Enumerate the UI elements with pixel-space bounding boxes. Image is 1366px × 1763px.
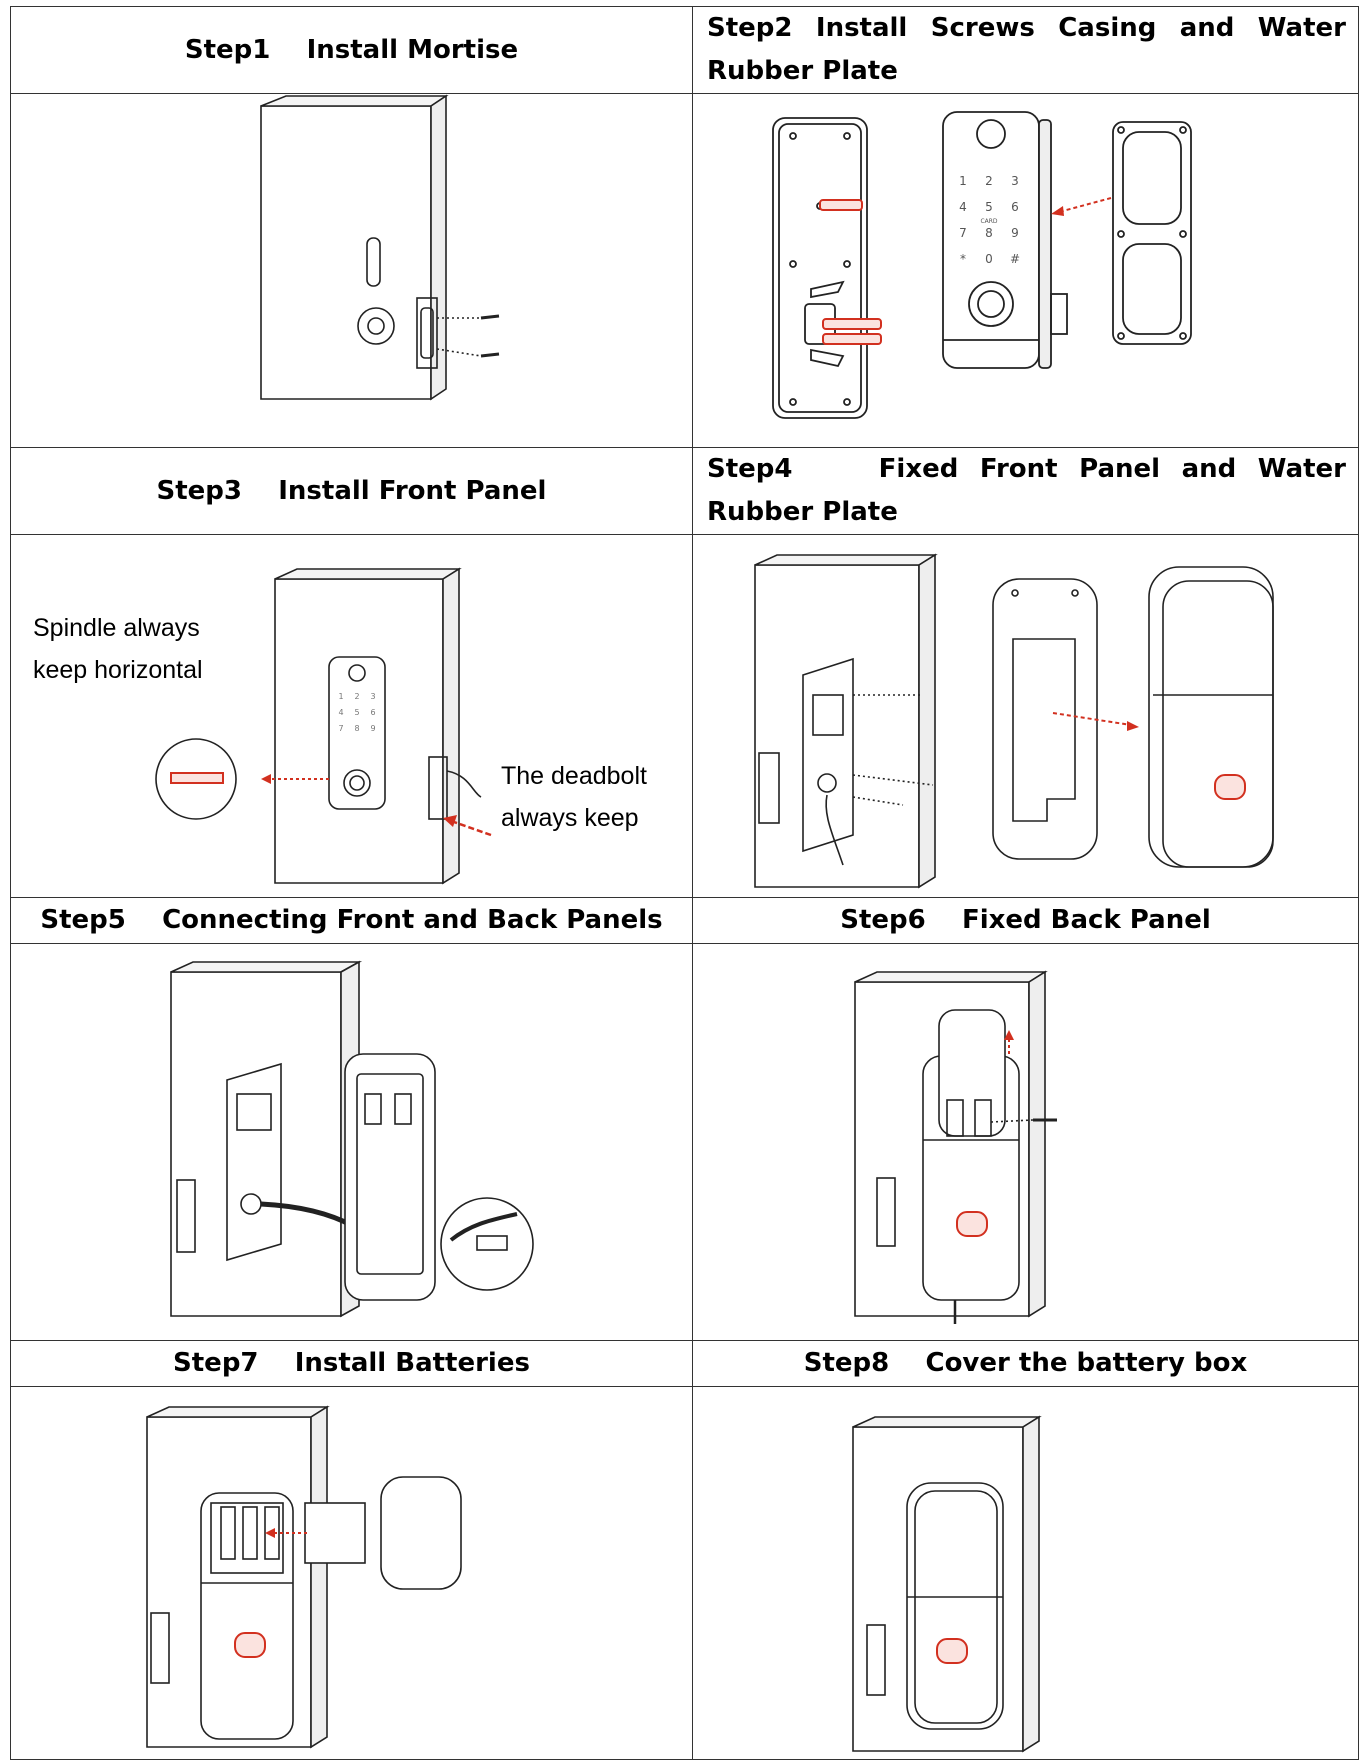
arrow-icon: [1052, 712, 1139, 731]
step2-title: Install Screws Casing and Water Rubber P…: [707, 13, 1346, 86]
step2-figure: 1 2 3 4 5 6 CARD 7 8 9 * 0 #: [692, 93, 1359, 448]
step5-label: Step5: [40, 905, 126, 935]
step4-header: Step4 Fixed Front Panel and Water Rubber…: [692, 447, 1359, 535]
step3-figure: 1 2 3 4 5 6 7 8 9 Spindle always keep horizont…: [10, 534, 693, 898]
step8-title: Cover the battery box: [925, 1348, 1248, 1378]
spindle-note-line1: Spindle always: [33, 614, 200, 642]
thumbturn-icon: [956, 1211, 988, 1237]
arrow-icon: [261, 774, 492, 837]
thumbturn-icon: [234, 1632, 266, 1658]
step3-title: Install Front Panel: [278, 475, 547, 506]
deadbolt-note-line2: always keep: [501, 804, 639, 832]
step5-header: Step5 Connecting Front and Back Panels: [10, 897, 693, 944]
step7-label: Step7: [173, 1348, 259, 1378]
step4-figure: [692, 534, 1359, 898]
step8-header: Step8 Cover the battery box: [692, 1340, 1359, 1387]
arrow-icon: [265, 1528, 307, 1538]
step5-title: Connecting Front and Back Panels: [162, 905, 663, 935]
step8-figure: [692, 1386, 1359, 1760]
spindle-icon: [170, 772, 224, 784]
spindle-note-line2: keep horizontal: [33, 656, 203, 684]
fixed-back-panel-diagram: [854, 970, 1057, 1324]
connecting-panels-diagram: [170, 960, 534, 1318]
key-8: 8: [985, 226, 993, 240]
deadbolt-note: The deadbolt always keep: [501, 755, 647, 839]
step4-title: Fixed Front Panel and Water Rubber Plate: [707, 454, 1346, 527]
key-3: 3: [1011, 174, 1019, 188]
key-5: 5: [985, 200, 993, 214]
svg-text:5: 5: [354, 708, 359, 717]
key-0: 0: [985, 252, 993, 266]
front-panel-diagram: 1 2 3 4 5 6 7 8 9: [155, 567, 492, 885]
installation-steps-table: Step1 Install Mortise Step2 Install Scre…: [10, 6, 1359, 1760]
step2-header: Step2 Install Screws Casing and Water Ru…: [692, 6, 1359, 94]
key-4: 4: [959, 200, 967, 214]
cover-battery-box-diagram: [852, 1415, 1042, 1753]
key-9: 9: [1011, 226, 1019, 240]
deadbolt-note-line1: The deadbolt: [501, 762, 647, 790]
svg-text:9: 9: [370, 724, 375, 733]
svg-text:6: 6: [370, 708, 375, 717]
step3-label: Step3: [156, 475, 243, 506]
step7-header: Step7 Install Batteries: [10, 1340, 693, 1387]
thumbturn-icon: [1214, 774, 1246, 800]
thumbturn-icon: [936, 1638, 968, 1664]
key-7: 7: [959, 226, 967, 240]
step8-label: Step8: [803, 1348, 890, 1378]
step1-figure: [10, 93, 693, 448]
step5-figure: [10, 943, 693, 1341]
step1-header: Step1 Install Mortise: [10, 6, 693, 94]
card-label: CARD: [980, 218, 997, 225]
key-hash: #: [1010, 252, 1020, 266]
step1-title: Install Mortise: [306, 34, 519, 65]
install-batteries-diagram: [146, 1405, 462, 1749]
installation-sheet: Step1 Install Mortise Step2 Install Scre…: [10, 6, 1359, 1760]
step7-figure: [10, 1386, 693, 1760]
svg-text:2: 2: [354, 692, 359, 701]
mortise-diagram: [260, 94, 500, 401]
fixed-front-panel-diagram: [754, 553, 1274, 889]
step6-label: Step6: [840, 905, 926, 935]
step2-label: Step2: [707, 13, 793, 43]
key-1: 1: [959, 174, 967, 188]
step6-title: Fixed Back Panel: [961, 905, 1211, 935]
step6-header: Step6 Fixed Back Panel: [692, 897, 1359, 944]
arrow-icon: [1004, 1030, 1014, 1054]
step3-header: Step3 Install Front Panel: [10, 447, 693, 535]
svg-text:3: 3: [370, 692, 375, 701]
key-star: *: [960, 252, 966, 266]
keypad-digits: 1 2 3 4 5 6 CARD 7 8 9 * 0 #: [959, 174, 1020, 266]
svg-text:4: 4: [338, 708, 343, 717]
step7-title: Install Batteries: [294, 1348, 530, 1378]
key-2: 2: [985, 174, 993, 188]
svg-text:1: 1: [338, 692, 343, 701]
step6-figure: [692, 943, 1359, 1341]
step1-label: Step1: [184, 34, 271, 65]
spindle-note: Spindle always keep horizontal: [33, 607, 203, 691]
key-6: 6: [1011, 200, 1019, 214]
screws-casing-diagram: 1 2 3 4 5 6 CARD 7 8 9 * 0 #: [772, 111, 1192, 419]
arrow-icon: [1051, 197, 1112, 216]
step4-label: Step4: [707, 454, 793, 484]
svg-text:7: 7: [338, 724, 343, 733]
svg-text:8: 8: [354, 724, 359, 733]
